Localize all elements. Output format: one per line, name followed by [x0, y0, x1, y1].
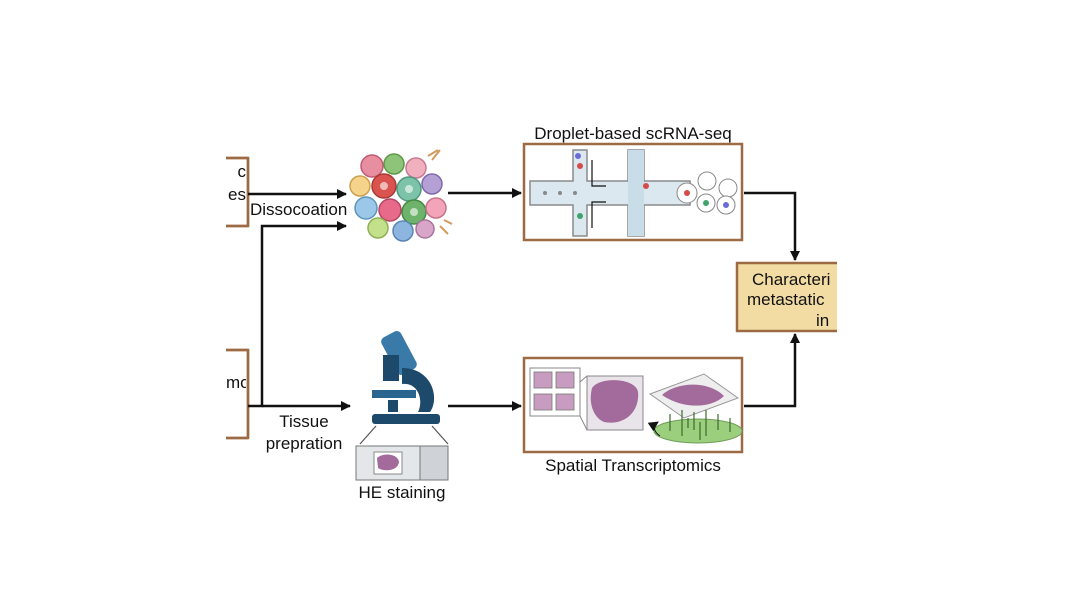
- dissociation-label: Dissocoation: [250, 200, 348, 219]
- tissue-prep-label-line2: prepration: [265, 434, 343, 453]
- he-slide-icon: [355, 445, 449, 481]
- result-label-line3: in: [816, 311, 830, 330]
- cell-cluster-icon: [349, 149, 453, 242]
- spatial-array-icon: [529, 367, 743, 444]
- arrow-tumor-branch: [248, 221, 347, 408]
- top-sample-label-line2: es: [228, 185, 246, 204]
- microscope-icon: [372, 331, 440, 424]
- top-sample-label-line1: c: [237, 162, 247, 181]
- he-staining-label: HE staining: [358, 483, 446, 502]
- result-label-line1: Characteri: [752, 270, 831, 289]
- bottom-sample-label: mor: [226, 373, 246, 392]
- result-box: [735, 261, 849, 333]
- spatial-title: Spatial Transcriptomics: [545, 456, 721, 475]
- scrna-title: Droplet-based scRNA-seq: [534, 124, 732, 143]
- result-label-line2: metastatic: [747, 290, 825, 309]
- arrow-spatial-to-result: [744, 333, 800, 408]
- microfluidic-chip-icon: [529, 149, 738, 237]
- tissue-prep-label-line1: Tissue: [279, 412, 329, 431]
- arrow-scrna-to-result: [744, 191, 800, 261]
